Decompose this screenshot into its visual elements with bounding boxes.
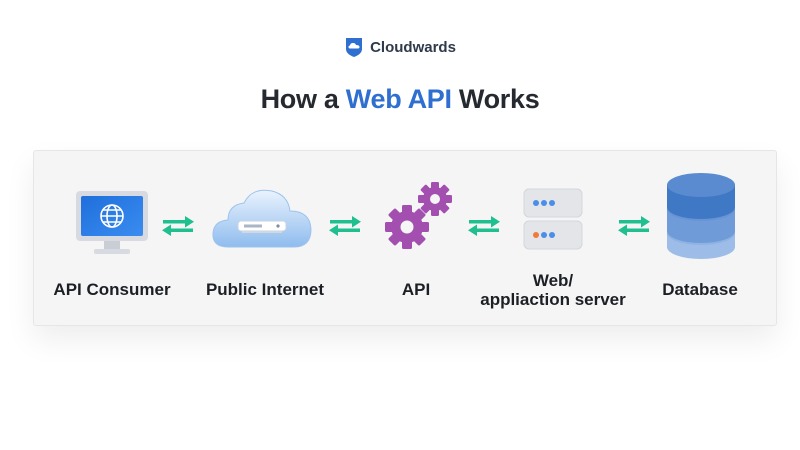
node-label-server: Web/ appliaction server bbox=[478, 271, 628, 309]
bidirectional-arrows-icon bbox=[468, 216, 500, 236]
node-label-database: Database bbox=[662, 280, 738, 299]
node-label-api: API bbox=[401, 280, 431, 299]
cloud-icon bbox=[212, 189, 312, 248]
gears-icon bbox=[385, 182, 452, 249]
brand-header: Cloudwards bbox=[0, 36, 800, 58]
node-label-server-line-2: appliaction server bbox=[480, 290, 626, 309]
database-icon bbox=[667, 173, 735, 259]
page-title: How a Web API Works bbox=[0, 84, 800, 115]
bidirectional-arrows-icon bbox=[162, 216, 194, 236]
bidirectional-arrows-icon bbox=[618, 216, 650, 236]
node-label-public-internet: Public Internet bbox=[205, 280, 325, 299]
title-suffix: Works bbox=[451, 84, 540, 114]
title-highlight: Web API bbox=[345, 84, 452, 114]
monitor-globe-icon bbox=[76, 191, 148, 254]
node-label-api-consumer: API Consumer bbox=[53, 280, 171, 299]
title-prefix: How a bbox=[260, 84, 346, 114]
server-icon bbox=[523, 188, 583, 250]
diagram-panel: API Consumer Public Internet bbox=[33, 150, 777, 326]
bidirectional-arrows-icon bbox=[329, 216, 361, 236]
brand-name: Cloudwards bbox=[370, 38, 456, 56]
cloud-shield-icon bbox=[346, 38, 363, 57]
node-label-server-line-1: Web/ bbox=[532, 271, 574, 290]
